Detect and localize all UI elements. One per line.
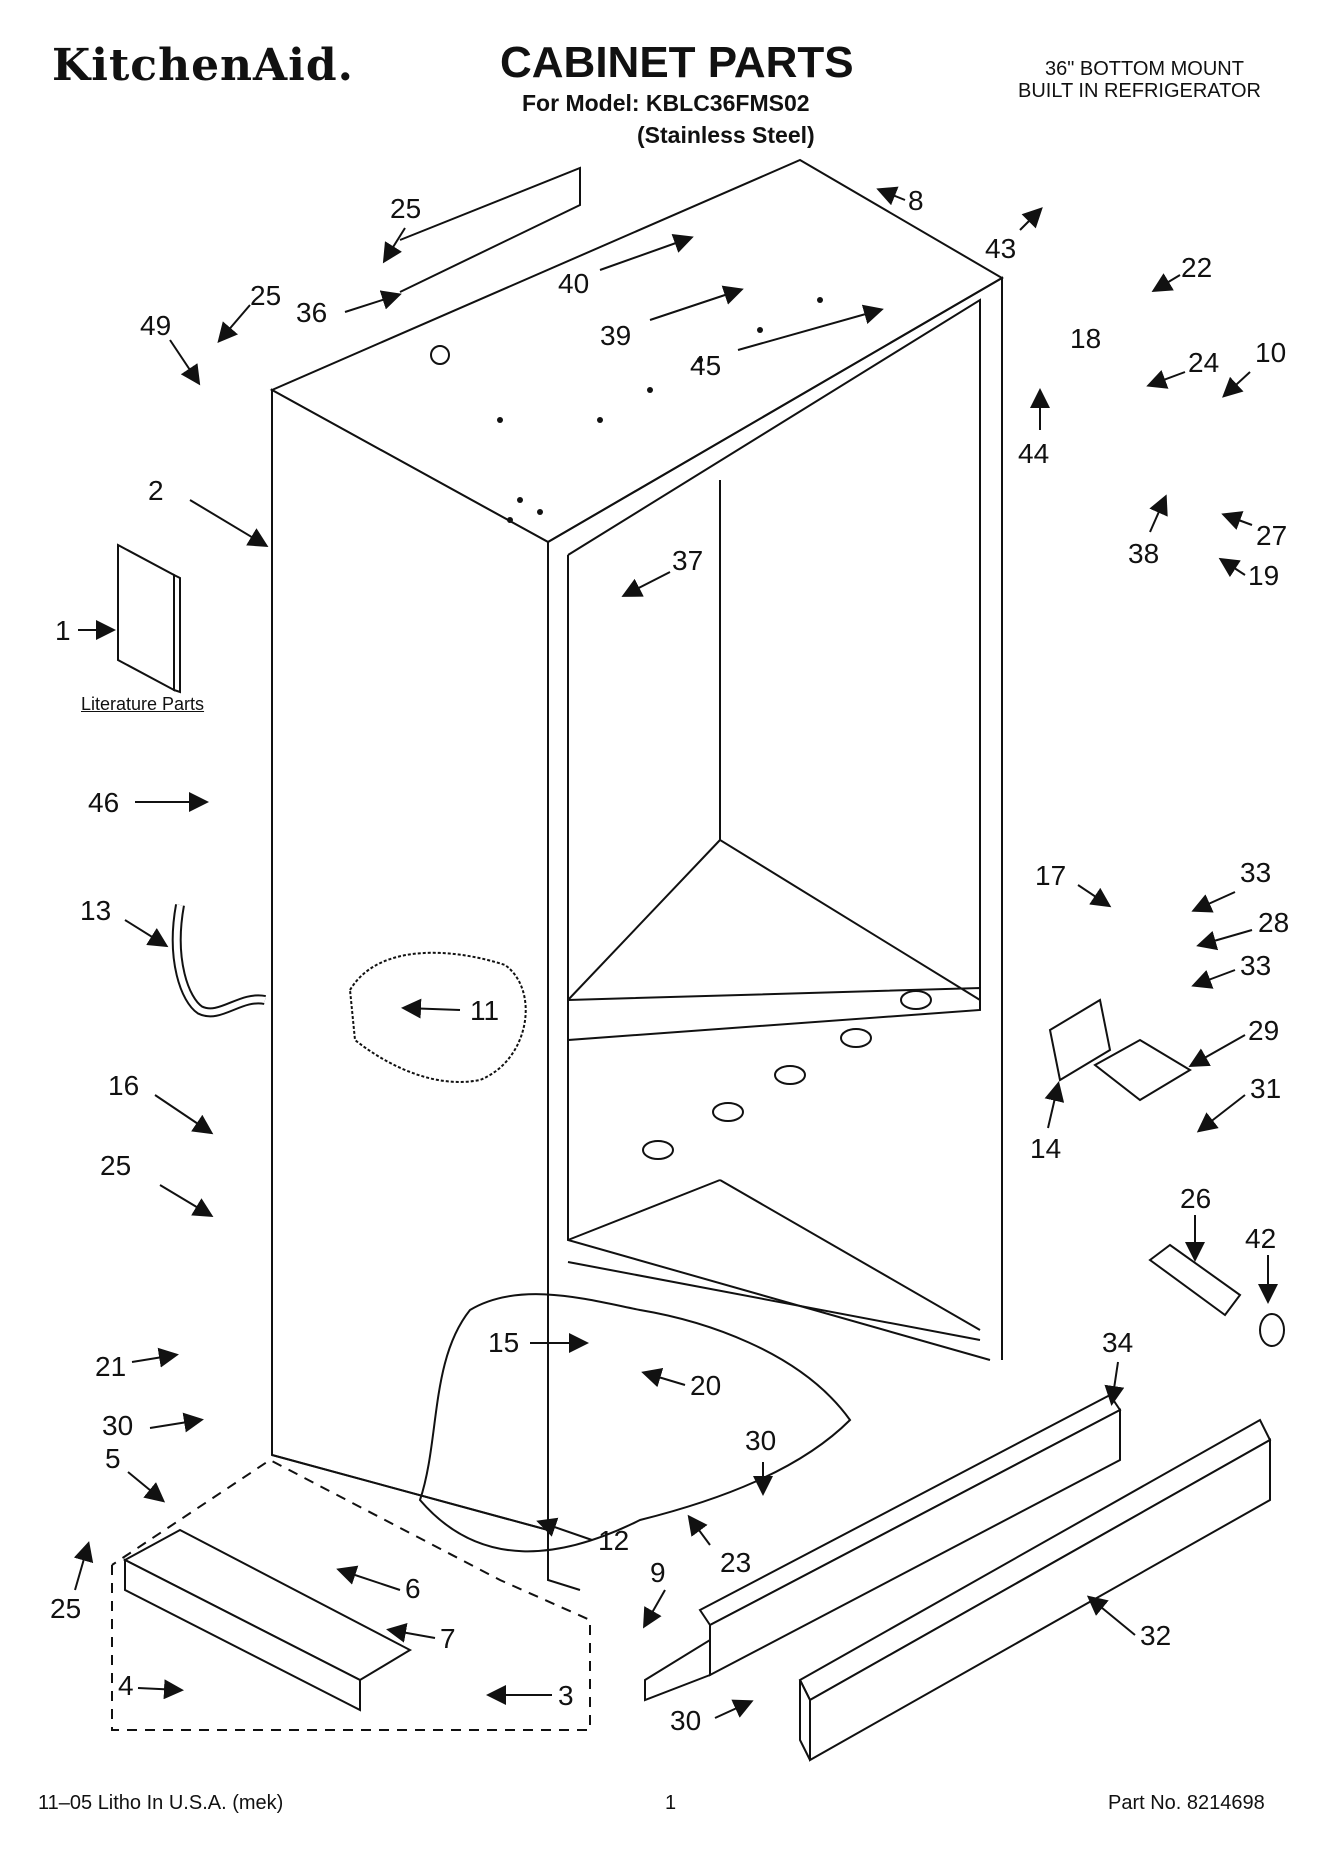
callout-label: 36 — [296, 297, 327, 328]
callout-label: 27 — [1256, 520, 1287, 551]
callout-label: 22 — [1181, 252, 1212, 283]
callout-label: 25 — [100, 1150, 131, 1181]
literature-parts-label: Literature Parts — [81, 694, 205, 714]
footer-part-number: Part No. 8214698 — [1108, 1792, 1265, 1814]
callout-label: 21 — [95, 1351, 126, 1382]
grille-louver — [644, 1393, 1122, 1702]
callout-label: 19 — [1248, 560, 1279, 591]
callout-label: 15 — [488, 1327, 519, 1358]
callout-label: 31 — [1250, 1073, 1281, 1104]
callout-label: 25 — [50, 1593, 81, 1624]
callout-label: 46 — [88, 787, 119, 818]
callout-label: 43 — [985, 233, 1016, 264]
callout-label: 38 — [1128, 538, 1159, 569]
callout-label: 49 — [140, 310, 171, 341]
callout-label: 30 — [670, 1705, 701, 1736]
callout-label: 12 — [598, 1525, 629, 1556]
description-line-1: 36" BOTTOM MOUNT — [1045, 58, 1244, 80]
callout-label: 11 — [470, 995, 499, 1026]
callout-label: 24 — [1188, 347, 1219, 378]
callout-label: 18 — [1070, 323, 1101, 354]
roller-assembly — [1148, 1243, 1285, 1347]
callout-label: 40 — [558, 268, 589, 299]
toe-grille — [798, 1418, 1272, 1762]
callout-label: 25 — [390, 193, 421, 224]
insulation-cutout — [348, 951, 527, 1083]
callout-label: 39 — [600, 320, 631, 351]
base-dashed-outline — [111, 1458, 591, 1731]
callout-label: 20 — [690, 1370, 721, 1401]
callout-labels: 25 49 25 36 40 39 45 8 43 18 22 24 10 — [50, 185, 1289, 1736]
callout-label: 29 — [1248, 1015, 1279, 1046]
callout-label: 34 — [1102, 1327, 1133, 1358]
footer-page-number: 1 — [665, 1792, 677, 1814]
callout-label: 37 — [672, 545, 703, 576]
brand-logo: KitchenAid. — [52, 40, 354, 91]
callout-label: 9 — [650, 1557, 666, 1588]
callout-label: 7 — [440, 1623, 456, 1654]
callout-label: 28 — [1258, 907, 1289, 938]
callout-label: 2 — [148, 475, 164, 506]
callout-label: 23 — [720, 1547, 751, 1578]
callout-label: 16 — [108, 1070, 139, 1101]
callout-label: 5 — [105, 1443, 121, 1474]
callout-label: 33 — [1240, 950, 1271, 981]
callout-label: 17 — [1035, 860, 1066, 891]
callout-label: 33 — [1240, 857, 1271, 888]
cabinet-body — [269, 158, 1004, 1591]
callout-label: 44 — [1018, 438, 1049, 469]
description-line-2: BUILT IN REFRIGERATOR — [1018, 80, 1261, 102]
finish-line: (Stainless Steel) — [637, 122, 815, 148]
callout-label: 25 — [250, 280, 281, 311]
callout-label: 3 — [558, 1680, 574, 1711]
callout-label: 14 — [1030, 1133, 1061, 1164]
literature-booklet — [117, 543, 181, 694]
callout-label: 13 — [80, 895, 111, 926]
callout-label: 45 — [690, 350, 721, 381]
callout-label: 32 — [1140, 1620, 1171, 1651]
callout-label: 10 — [1255, 337, 1286, 368]
cabinet-top-rear — [399, 166, 581, 293]
page-title: CABINET PARTS — [500, 38, 854, 87]
callout-label: 30 — [102, 1410, 133, 1441]
callout-label: 4 — [118, 1670, 134, 1701]
lower-cutout — [418, 1293, 852, 1553]
model-line: For Model: KBLC36FMS02 — [522, 90, 810, 116]
hinge-assembly — [1048, 998, 1192, 1102]
divider-holes — [642, 990, 932, 1160]
callout-label: 6 — [405, 1573, 421, 1604]
callout-label: 42 — [1245, 1223, 1276, 1254]
callout-label: 8 — [908, 185, 924, 216]
callout-label: 26 — [1180, 1183, 1211, 1214]
top-face-holes — [430, 297, 823, 523]
footer-print-info: 11–05 Litho In U.S.A. (mek) — [38, 1792, 284, 1814]
callout-label: 1 — [55, 615, 71, 646]
base-bracket — [122, 1528, 413, 1712]
callout-label: 30 — [745, 1425, 776, 1456]
